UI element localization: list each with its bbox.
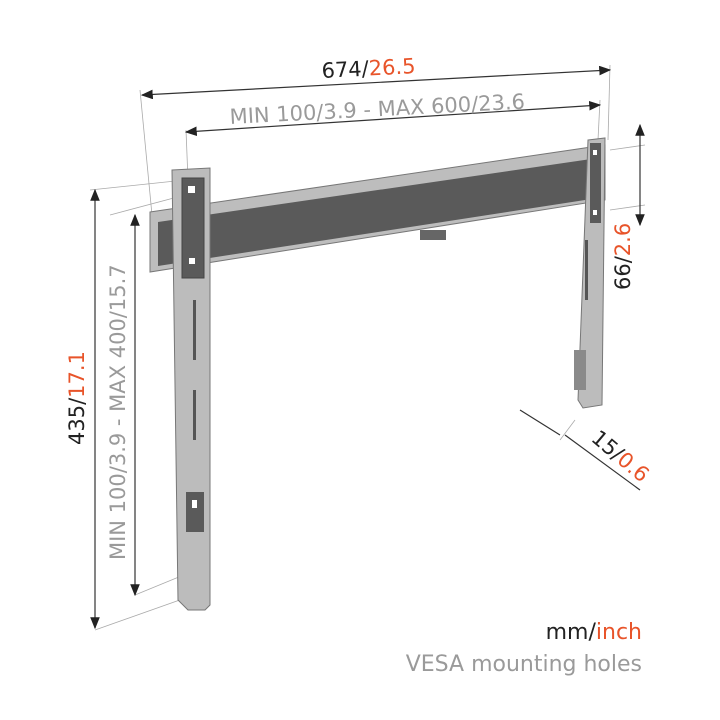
units-mm: mm — [545, 620, 589, 645]
vesa-note: VESA mounting holes — [405, 652, 642, 677]
bar-height-label: 66/2.6 — [611, 223, 635, 290]
depth-label: 15/0.6 — [587, 425, 654, 487]
vesa-horizontal-label: MIN 100/3.9 - MAX 600/23.6 — [229, 90, 525, 129]
vesa-vertical-label: MIN 100/3.9 - MAX 400/15.7 — [106, 264, 130, 560]
horizontal-rail — [149, 144, 606, 273]
left-vertical-arm — [171, 167, 211, 611]
dimension-lines — [90, 65, 645, 630]
units-inch: inch — [595, 620, 642, 645]
extension-lines — [89, 64, 646, 631]
right-vertical-arm — [574, 137, 606, 409]
height-label: 435/17.1 — [65, 351, 89, 445]
units-legend: mm/inch — [546, 620, 642, 645]
width-label: 674/26.5 — [321, 54, 416, 83]
units-separator: / — [588, 620, 596, 645]
